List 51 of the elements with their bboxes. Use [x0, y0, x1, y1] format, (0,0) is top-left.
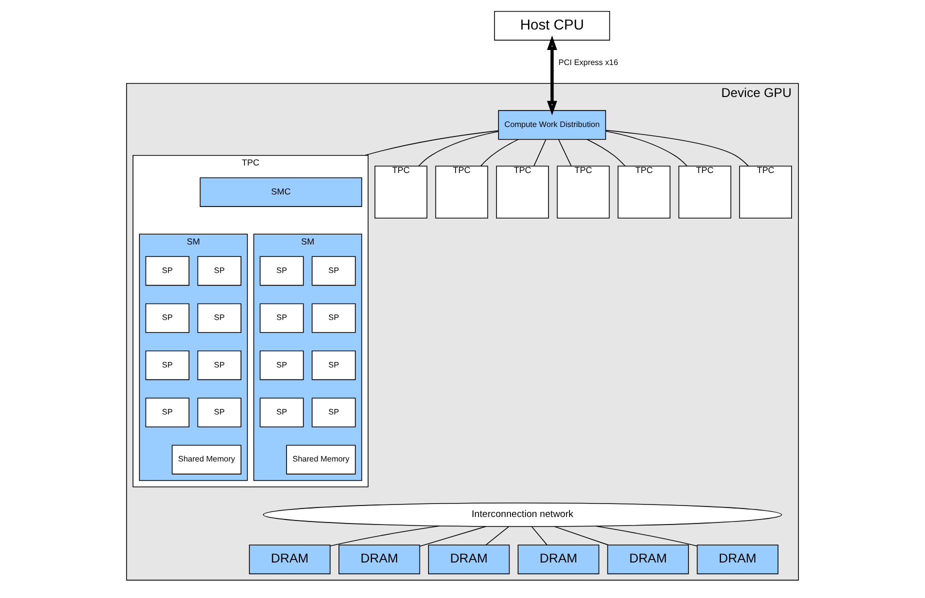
node-box: DRAM	[607, 544, 689, 574]
node-box: SP	[145, 398, 190, 428]
node-box: SP	[260, 350, 304, 380]
node-box: Shared Memory	[172, 444, 242, 474]
node-box: SP	[260, 398, 304, 428]
node-box: SP	[312, 398, 356, 428]
node-box: SP	[145, 303, 190, 333]
node-box: SP	[260, 303, 304, 333]
node-box: DRAM	[428, 544, 510, 574]
node-box: TPC	[374, 166, 428, 219]
connector	[486, 526, 510, 546]
node-box: TPC	[496, 166, 549, 219]
node-box: SMC	[200, 177, 362, 207]
node-box: TPC	[678, 166, 732, 219]
connector	[364, 130, 499, 156]
node-box: SP	[197, 398, 242, 428]
node-box: TPC	[556, 166, 610, 219]
node-box: TPC	[739, 166, 792, 219]
node-box: DRAM	[248, 544, 331, 574]
arrow	[547, 36, 558, 116]
node-box: Host CPU	[494, 11, 610, 41]
connector	[418, 131, 499, 166]
node-box: SP	[145, 256, 190, 286]
connector	[330, 526, 440, 546]
node-box: SP	[312, 303, 356, 333]
connector	[605, 130, 749, 166]
node-box: SP	[145, 350, 190, 380]
connector	[533, 139, 546, 166]
node-box: SP	[312, 256, 356, 286]
connector	[586, 139, 626, 166]
edge-label: PCI Express x16	[558, 58, 618, 67]
node-box: SP	[260, 256, 304, 286]
node-box: SP	[197, 256, 242, 286]
connector	[605, 130, 688, 166]
connector	[531, 526, 548, 546]
node-ellipse: Interconnection network	[262, 502, 782, 527]
node-box: DRAM	[338, 544, 420, 574]
node-box: DRAM	[518, 544, 600, 574]
node-box: TPC	[618, 166, 670, 219]
node-box: DRAM	[696, 544, 778, 574]
connector	[480, 139, 519, 166]
connector	[595, 526, 698, 546]
node-box: TPC	[435, 166, 488, 219]
node-box: SP	[312, 350, 356, 380]
node-box: Compute Work Distribution	[498, 110, 606, 140]
connector	[419, 526, 486, 547]
connector	[558, 139, 572, 166]
node-box: SP	[197, 350, 242, 380]
connector	[554, 526, 609, 546]
node-box: Shared Memory	[286, 444, 356, 474]
node-box: SP	[197, 303, 242, 333]
